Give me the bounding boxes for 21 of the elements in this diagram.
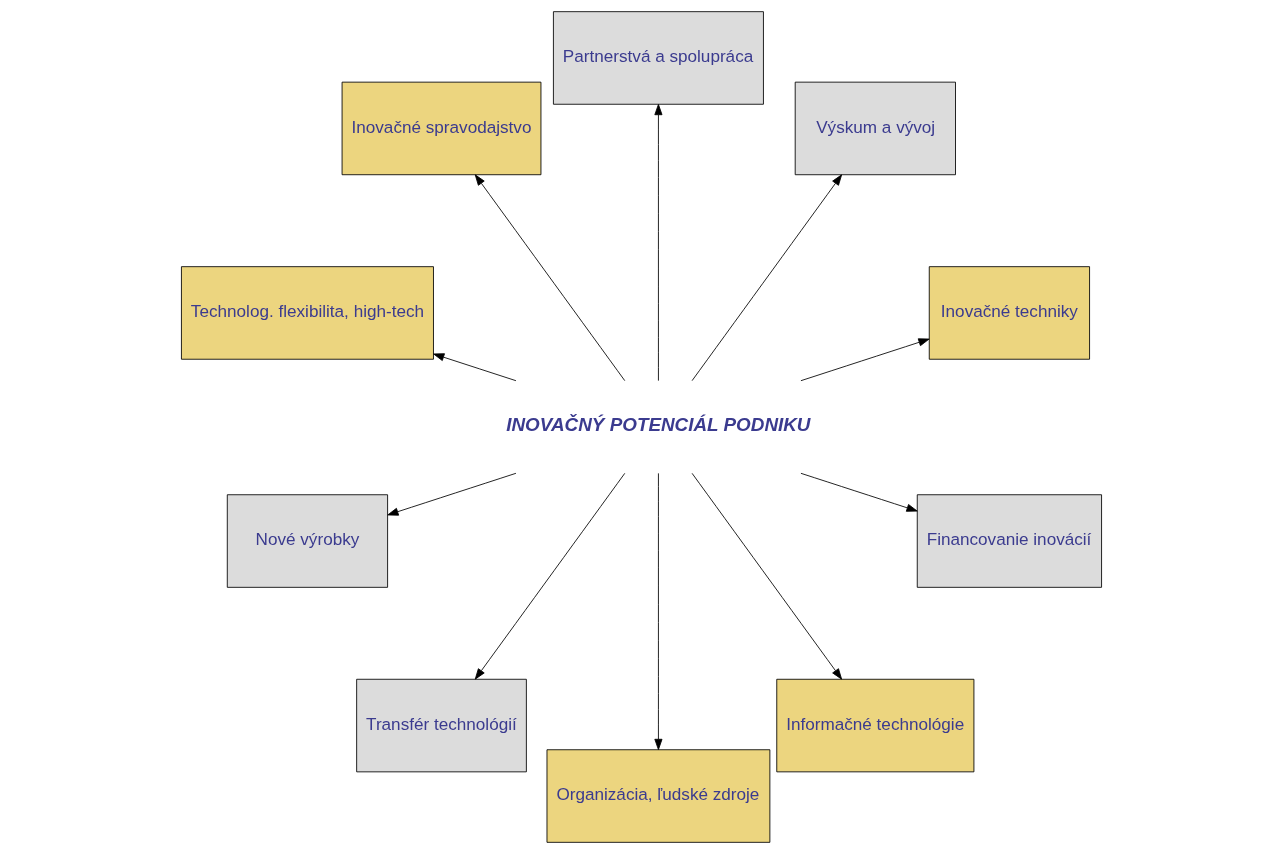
arrow — [800, 472, 918, 512]
node-box: Transfér technológií — [356, 678, 527, 773]
node-box: Inovačné techniky — [928, 266, 1090, 360]
node-box: Financovanie inovácií — [916, 494, 1102, 588]
arrow — [474, 174, 626, 382]
arrow — [433, 353, 517, 382]
node-box: Výskum a vývoj — [794, 81, 956, 176]
node-box: Partnerstvá a spolupráca — [553, 11, 764, 105]
node-box: Informačné technológie — [776, 678, 975, 773]
arrow — [800, 338, 930, 382]
arrow — [387, 472, 517, 516]
arrow — [691, 174, 843, 382]
arrow — [691, 472, 843, 680]
node-box: Technolog. flexibilita, high-tech — [181, 266, 434, 360]
arrow — [654, 472, 663, 750]
node-box: Nové výrobky — [226, 494, 389, 588]
arrow — [654, 104, 663, 382]
node-box: Organizácia, ľudské zdroje — [546, 749, 771, 843]
node-text: INOVAČNÝ POTENCIÁL PODNIKU — [506, 413, 811, 435]
node-box: Inovačné spravodajstvo — [341, 81, 542, 176]
arrow — [474, 472, 626, 680]
